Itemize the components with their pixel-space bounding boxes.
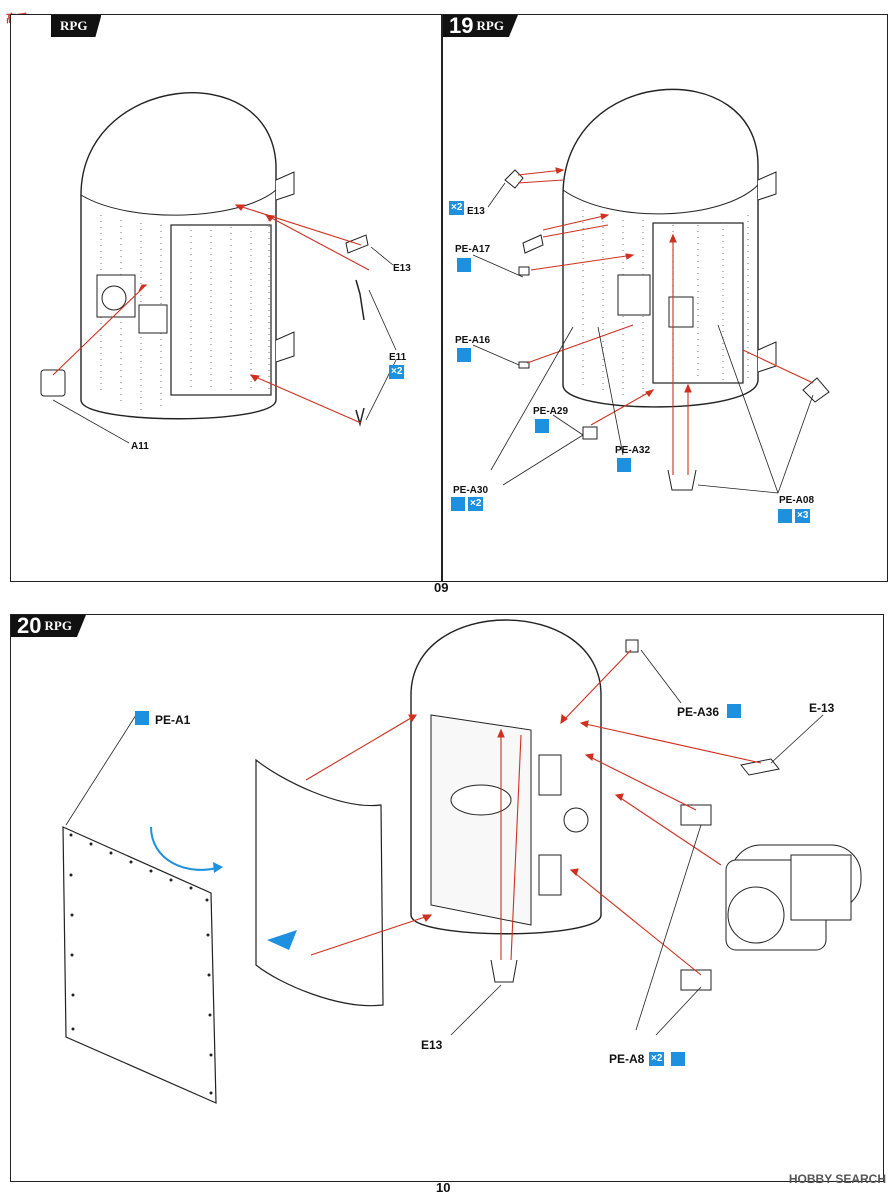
glue-icon xyxy=(671,1052,685,1066)
glue-icon xyxy=(535,419,549,433)
qty-pe-a30: ×2 xyxy=(468,497,484,511)
glue-icon xyxy=(135,711,149,725)
radome-illustration-a xyxy=(40,92,397,444)
label-pe-a08: PE-A08 xyxy=(779,495,815,506)
radome-illustration-19 xyxy=(472,88,830,494)
label-pe-a16: PE-A16 xyxy=(455,335,491,346)
radome-illustration-20 xyxy=(62,619,862,1104)
glue-icon xyxy=(617,458,631,472)
glue-icon xyxy=(727,704,741,718)
glue-icon xyxy=(457,258,471,272)
hobby-search-logo: HOBBY SEARCH xyxy=(788,1172,886,1186)
label-pe-a30: PE-A30 xyxy=(453,485,489,496)
qty-pe-a08: ×3 xyxy=(795,509,811,523)
glue-icon xyxy=(778,509,792,523)
label-pe-a17: PE-A17 xyxy=(455,244,491,255)
label-pe-a1: PE-A1 xyxy=(155,713,191,727)
label-e11: E11 xyxy=(389,352,407,363)
label-pe-a32: PE-A32 xyxy=(615,445,651,456)
label-e-13: E-13 xyxy=(809,701,835,715)
qty-e11: ×2 xyxy=(389,365,405,379)
qty-e13: ×2 xyxy=(449,201,465,215)
label-e13: E13 xyxy=(467,206,485,217)
step-panel-a: RPG E13 E11 ×2 xyxy=(10,14,442,582)
label-pe-a36: PE-A36 xyxy=(677,705,720,719)
step-badge-a: RPG xyxy=(51,15,102,37)
glue-icon xyxy=(451,497,465,511)
label-a11: A11 xyxy=(131,441,149,452)
label-pe-a29: PE-A29 xyxy=(533,406,569,417)
label-e13: E13 xyxy=(393,263,411,274)
glue-icon xyxy=(457,348,471,362)
label-pe-a8: PE-A8 xyxy=(609,1052,645,1066)
page-number-top: 09 xyxy=(434,580,449,595)
label-e13: E13 xyxy=(421,1038,443,1052)
qty-pe-a8: ×2 xyxy=(649,1052,665,1066)
page-number-bottom: 10 xyxy=(436,1180,451,1195)
